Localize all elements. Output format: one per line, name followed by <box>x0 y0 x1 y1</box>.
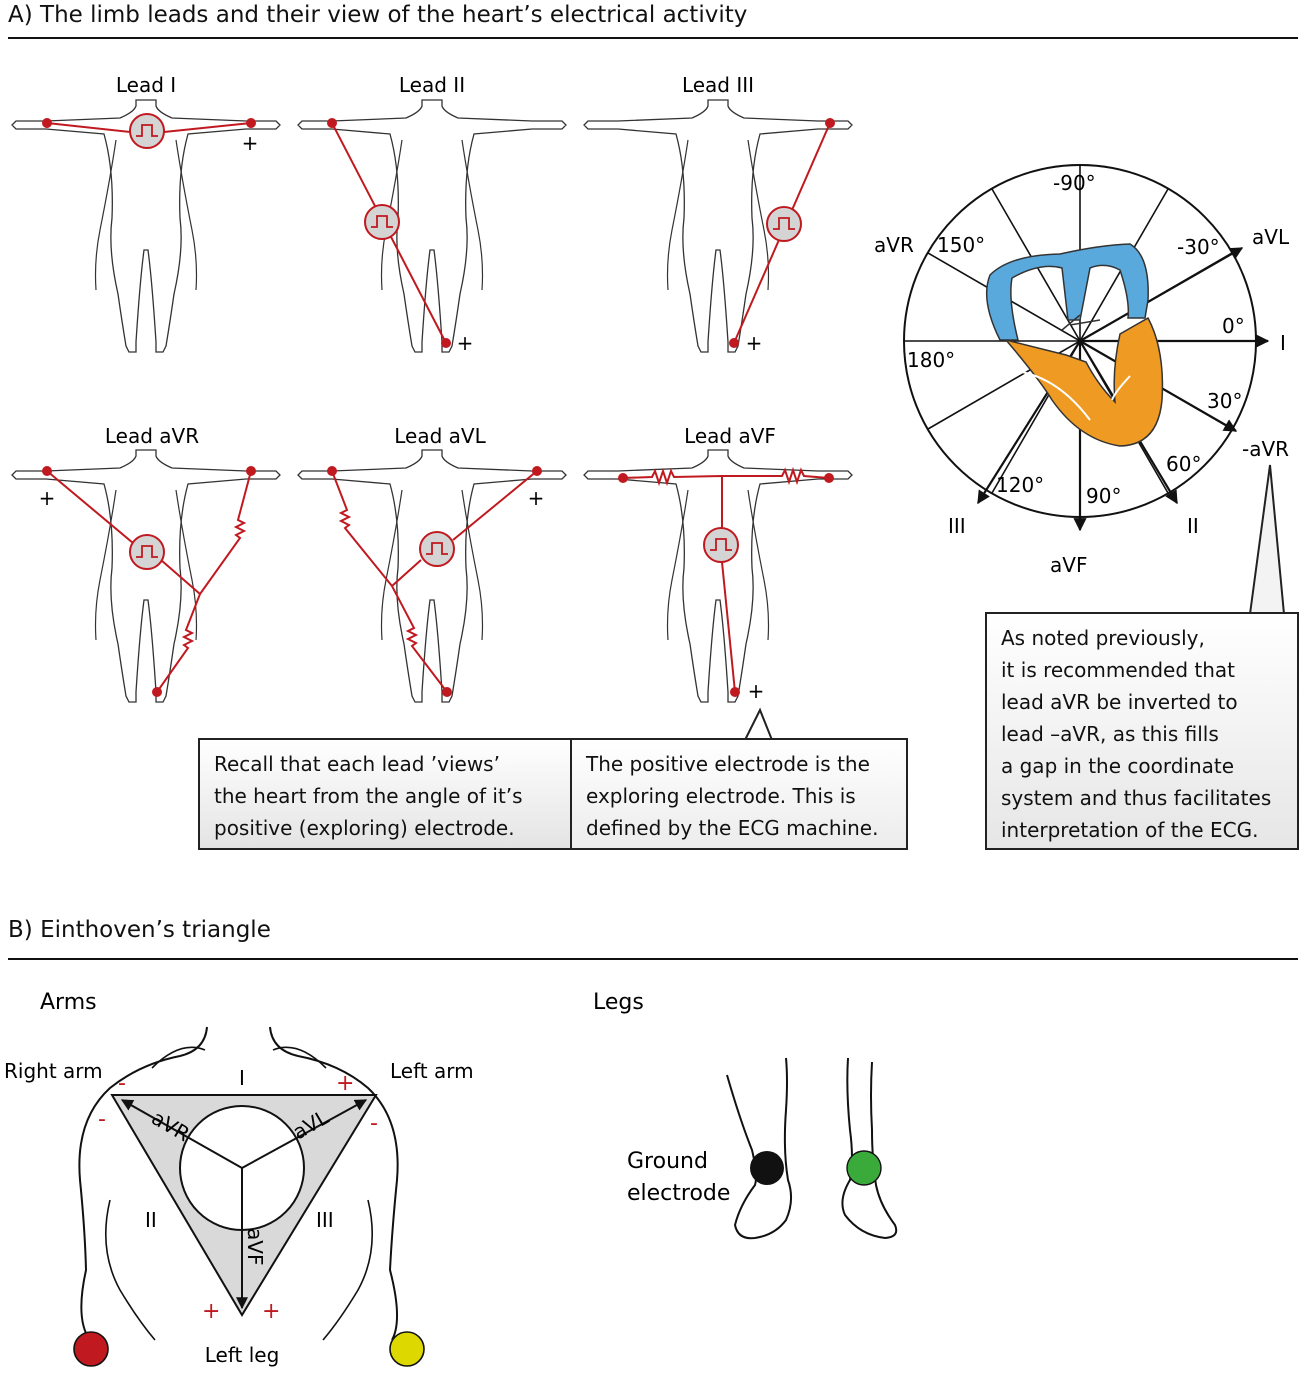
right-arm-label: Right arm <box>4 1059 103 1083</box>
electrode-dot <box>327 466 337 476</box>
angle-label: 120° <box>996 473 1044 497</box>
hexaxial-wheel: -90° -30° 0° 30° 60° 90° 120° 150° 180° … <box>874 164 1290 577</box>
callout-line: positive (exploring) electrode. <box>214 816 515 840</box>
lead-ii-label: Lead II <box>399 73 465 97</box>
ground-label-line2: electrode <box>627 1181 730 1206</box>
electrode-dot <box>441 338 451 348</box>
leg-electrode <box>846 1150 882 1186</box>
einthoven-triangle: Arms I II III aVR aVL aVF Right arm Left… <box>4 990 474 1367</box>
callout-line: exploring electrode. This is <box>586 784 856 808</box>
electrode-dot <box>729 338 739 348</box>
minus-sign: - <box>370 1111 378 1136</box>
electrode-dot <box>246 118 256 128</box>
minus-sign: - <box>98 1107 106 1132</box>
callout-line: the heart from the angle of it’s <box>214 784 523 808</box>
lead-avf-figure: Lead aVF + <box>583 424 853 703</box>
lead-avl-label: Lead aVL <box>394 424 486 448</box>
section-b-rule <box>8 958 1298 960</box>
lead-i-figure: Lead I + <box>11 73 281 353</box>
plus-sign: + <box>242 131 259 155</box>
lead-axis-label: -aVR <box>1242 437 1289 461</box>
callout-line: Recall that each lead ’views’ <box>214 752 500 776</box>
lead-axis-label: I <box>1280 331 1286 355</box>
heart-illustration <box>985 243 1164 447</box>
callout-pointer <box>1249 464 1285 615</box>
lead-i-label: Lead I <box>116 73 176 97</box>
plus-sign: + <box>202 1299 220 1324</box>
lead-avl-figure: Lead aVL + <box>297 424 567 703</box>
callout-line: a gap in the coordinate <box>1001 754 1235 778</box>
angle-label: 150° <box>937 233 985 257</box>
electrode-dot <box>442 687 452 697</box>
lead-iii-figure: Lead III + <box>583 73 853 355</box>
callout-line: interpretation of the ECG. <box>1001 818 1259 842</box>
angle-label: -90° <box>1053 171 1096 195</box>
section-a-title: A) The limb leads and their view of the … <box>8 2 748 28</box>
lead-iii-label: Lead III <box>682 73 754 97</box>
angle-label: 180° <box>907 348 955 372</box>
electrode-dot <box>327 118 337 128</box>
angle-label: 0° <box>1222 314 1245 338</box>
electrode-dot <box>730 687 740 697</box>
electrode-dot <box>152 687 162 697</box>
electrode-dot <box>246 466 256 476</box>
lead-ii-label: II <box>145 1208 157 1232</box>
invert-avr-callout: As noted previously, it is recommended t… <box>985 612 1299 850</box>
angle-label: -30° <box>1177 235 1220 259</box>
lead-axis-label: III <box>948 514 966 538</box>
minus-sign: - <box>118 1071 126 1096</box>
callout-line: defined by the ECG machine. <box>586 816 879 840</box>
lead-avf-label: Lead aVF <box>684 424 776 448</box>
lead-axis-label: aVF <box>1050 553 1087 577</box>
electrode-dot <box>618 473 628 483</box>
avf-label: aVF <box>243 1228 267 1265</box>
ground-electrode <box>750 1151 784 1185</box>
legs-diagram: Legs Ground electrode <box>593 990 898 1240</box>
electrode-dot <box>42 466 52 476</box>
lead-avr-figure: Lead aVR + <box>11 424 281 703</box>
lead-avr-label: Lead aVR <box>105 424 199 448</box>
lead-axis-label: aVL <box>1252 225 1290 249</box>
plus-sign: + <box>748 679 765 703</box>
lead-i-label: I <box>239 1066 245 1090</box>
angle-label: 60° <box>1166 452 1201 476</box>
electrode-dot <box>42 118 52 128</box>
plus-sign: + <box>457 331 474 355</box>
section-b-title: B) Einthoven’s triangle <box>8 917 271 943</box>
right-arm-electrode <box>73 1331 109 1367</box>
callout-line: system and thus facilitates <box>1001 786 1272 810</box>
left-arm-label: Left arm <box>390 1059 474 1083</box>
callout-line: The positive electrode is the <box>586 752 870 776</box>
callout-pointer <box>744 707 773 741</box>
legs-label: Legs <box>593 990 644 1015</box>
left-leg-label: Left leg <box>205 1343 280 1367</box>
plus-sign: + <box>39 486 56 510</box>
section-a-rule <box>8 37 1298 39</box>
callout-line: lead –aVR, as this fills <box>1001 722 1219 746</box>
left-arm-electrode <box>389 1331 425 1367</box>
plus-sign: + <box>746 331 763 355</box>
lead-iii-label: III <box>316 1208 334 1232</box>
recall-callout: Recall that each lead ’views’ the heart … <box>198 738 572 850</box>
angle-label: 30° <box>1207 389 1242 413</box>
plus-sign: + <box>262 1299 280 1324</box>
lead-axis-label: aVR <box>874 233 914 257</box>
electrode-dot <box>825 118 835 128</box>
arms-label: Arms <box>40 990 97 1015</box>
positive-electrode-callout: The positive electrode is the exploring … <box>570 738 908 850</box>
callout-line: lead aVR be inverted to <box>1001 690 1238 714</box>
angle-label: 90° <box>1086 484 1121 508</box>
plus-sign: + <box>336 1071 354 1096</box>
callout-line: it is recommended that <box>1001 658 1236 682</box>
plus-sign: + <box>528 486 545 510</box>
ground-label-line1: Ground <box>627 1149 708 1174</box>
electrode-dot <box>824 473 834 483</box>
callout-line: As noted previously, <box>1001 626 1205 650</box>
lead-ii-figure: Lead II + <box>297 73 567 355</box>
lead-axis-label: II <box>1187 514 1199 538</box>
electrode-dot <box>532 466 542 476</box>
